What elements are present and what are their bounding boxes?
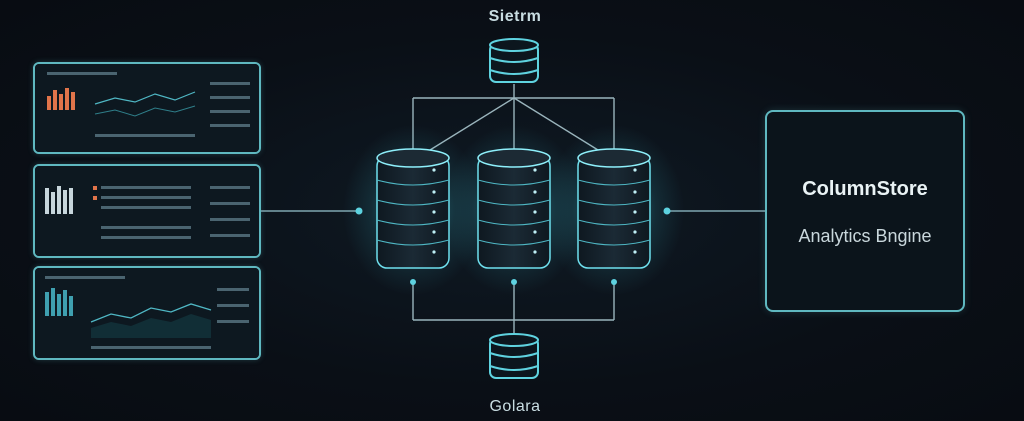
dashboard-thumbnail (35, 166, 259, 256)
bottom-database-icon (489, 333, 539, 379)
dashboard-thumbnail (35, 268, 259, 358)
dashboard-panel-2[interactable] (33, 164, 261, 258)
engine-subtitle: Analytics Bngine (798, 226, 932, 246)
columnstore-engine-box[interactable]: ColumnStore Analytics Bngine (765, 110, 965, 312)
dashboard-panel-3[interactable] (33, 266, 261, 360)
dashboard-thumbnail (35, 64, 259, 152)
engine-title: ColumnStore (802, 178, 928, 200)
database-node-3 (544, 125, 684, 295)
dashboard-panel-1[interactable] (33, 62, 261, 154)
bottom-node-label: Golara (489, 398, 541, 415)
top-node-label: Sietrm (488, 8, 542, 25)
database-node-1 (343, 125, 483, 295)
database-node-2 (444, 125, 584, 295)
top-database-icon (489, 38, 539, 83)
